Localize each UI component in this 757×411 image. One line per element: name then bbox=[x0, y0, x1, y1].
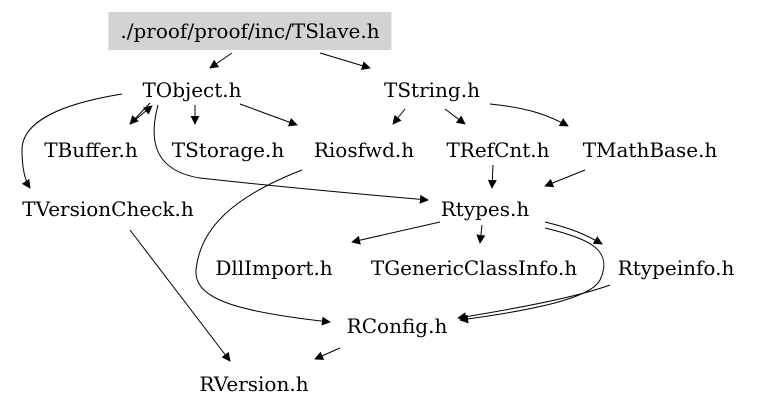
node-rtypes[interactable]: Rtypes.h bbox=[440, 197, 530, 221]
node-tobject[interactable]: TObject.h bbox=[142, 78, 242, 102]
edge-tobject-to-tversioncheck bbox=[21, 93, 123, 189]
edge-tslave-to-tobject bbox=[209, 52, 233, 69]
edge-trefcnt-to-rtypes bbox=[487, 164, 497, 189]
edge-riosfwd-to-rconfig bbox=[195, 169, 331, 326]
node-riosfwd[interactable]: Riosfwd.h bbox=[313, 138, 415, 162]
edge-tobject-to-rtypes bbox=[153, 104, 429, 204]
edge-tstring-to-tmathbase bbox=[489, 103, 569, 127]
edge-tobject-to-tbuffer bbox=[129, 102, 151, 125]
edge-tslave-to-tstring bbox=[319, 52, 371, 70]
node-tstring[interactable]: TString.h bbox=[384, 78, 480, 102]
edge-rtypes-to-rtypeinfo bbox=[544, 221, 603, 245]
edge-rtypes-to-tgenericclassinfo bbox=[476, 224, 486, 244]
edge-rtypes-to-rconfig bbox=[459, 227, 605, 324]
edge-rconfig-to-rversion bbox=[314, 347, 341, 360]
node-rconfig[interactable]: RConfig.h bbox=[346, 314, 448, 338]
node-rversion[interactable]: RVersion.h bbox=[199, 372, 309, 396]
edge-tstring-to-trefcnt bbox=[392, 108, 406, 125]
node-rtypeinfo[interactable]: Rtypeinfo.h bbox=[617, 256, 735, 280]
edge-tversioncheck-to-rversion bbox=[129, 229, 231, 362]
node-dllimport[interactable]: DllImport.h bbox=[215, 256, 333, 280]
edge-rtypeinfo-to-rconfig bbox=[457, 284, 611, 322]
node-tgenericclassinfo[interactable]: TGenericClassInfo.h bbox=[370, 256, 578, 280]
edge-tobject-to-riosfwd bbox=[239, 103, 298, 127]
node-trefcnt[interactable]: TRefCnt.h bbox=[446, 138, 550, 162]
edge-tstring-to-rtypes bbox=[444, 108, 466, 125]
node-tstorage[interactable]: TStorage.h bbox=[171, 138, 285, 162]
node-tmathbase[interactable]: TMathBase.h bbox=[582, 138, 718, 162]
node-tbuffer[interactable]: TBuffer.h bbox=[44, 138, 138, 162]
edge-tbuffer-to-tobject bbox=[129, 105, 153, 125]
edge-rtypes-to-dllimport bbox=[351, 221, 441, 245]
node-tversioncheck[interactable]: TVersionCheck.h bbox=[22, 197, 194, 221]
node-tslave[interactable]: ./proof/proof/inc/TSlave.h bbox=[108, 12, 392, 50]
edge-tmathbase-to-rtypes bbox=[544, 169, 586, 188]
